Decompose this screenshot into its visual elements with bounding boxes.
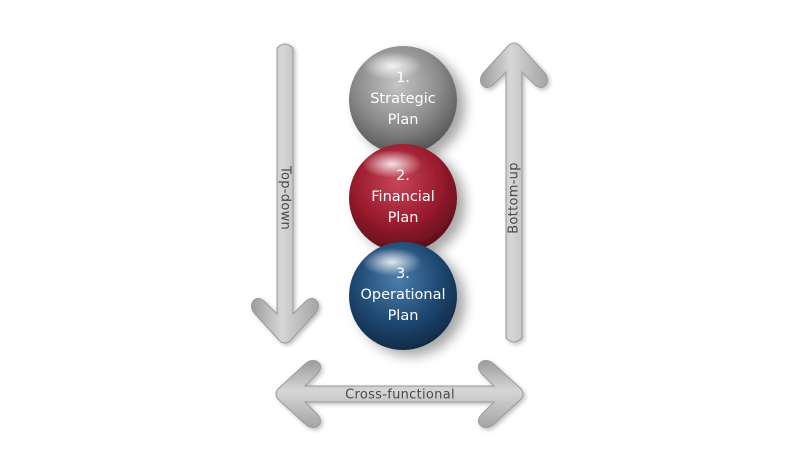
top-down-label: Top-down bbox=[278, 165, 293, 230]
cross-functional-arrow: Cross-functional bbox=[275, 360, 524, 428]
top-down-arrow: Top-down bbox=[251, 43, 319, 344]
operational-plan-label: Plan bbox=[388, 308, 419, 324]
operational-plan-ball: 3. Operational Plan bbox=[349, 242, 457, 350]
top-down-arrow-shaft bbox=[251, 43, 319, 344]
operational-plan-title: Operational bbox=[360, 287, 445, 303]
cross-functional-arrow-shaft bbox=[275, 360, 524, 428]
bottom-up-arrow: Bottom-up bbox=[480, 42, 548, 343]
cross-functional-label: Cross-functional bbox=[345, 388, 455, 403]
strategic-plan-title: Strategic bbox=[370, 91, 436, 107]
strategic-plan-number: 1. bbox=[396, 70, 410, 86]
strategic-plan-ball: 1. Strategic Plan bbox=[349, 46, 457, 154]
financial-plan-number: 2. bbox=[396, 168, 410, 184]
financial-plan-ball: 2. Financial Plan bbox=[349, 144, 457, 252]
strategic-plan-gloss bbox=[362, 52, 422, 80]
financial-plan-gloss bbox=[362, 150, 422, 178]
financial-plan-title: Financial bbox=[371, 189, 435, 205]
operational-plan-number: 3. bbox=[396, 266, 410, 282]
bottom-up-label: Bottom-up bbox=[507, 162, 522, 234]
operational-plan-gloss bbox=[362, 248, 422, 276]
strategic-plan-label: Plan bbox=[388, 112, 419, 128]
financial-plan-label: Plan bbox=[388, 210, 419, 226]
bottom-up-arrow-shaft bbox=[480, 42, 548, 343]
